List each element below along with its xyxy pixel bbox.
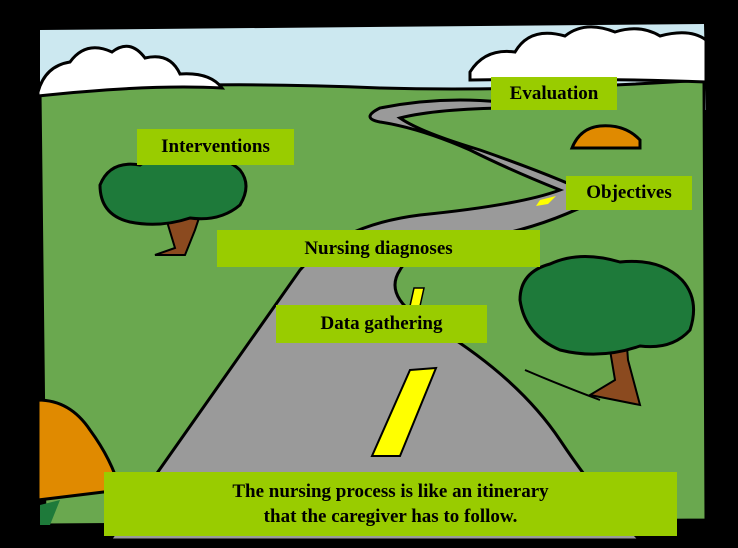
- tree-left: [98, 154, 248, 256]
- label-nursing-diagnoses: Nursing diagnoses: [217, 230, 540, 267]
- caption-line-2: that the caregiver has to follow.: [263, 506, 518, 527]
- tree-right: [518, 254, 696, 407]
- label-interventions: Interventions: [137, 129, 294, 165]
- label-objectives: Objectives: [566, 176, 692, 210]
- bush-top-right: [569, 124, 642, 150]
- label-evaluation: Evaluation: [491, 77, 617, 110]
- caption-box: The nursing process is like an itinerary…: [104, 472, 677, 536]
- caption-line-1: The nursing process is like an itinerary: [232, 481, 549, 502]
- cloud-left: [36, 44, 226, 98]
- label-data-gathering: Data gathering: [276, 305, 487, 343]
- cloud-right: [468, 25, 708, 84]
- grass-corner: [40, 500, 60, 525]
